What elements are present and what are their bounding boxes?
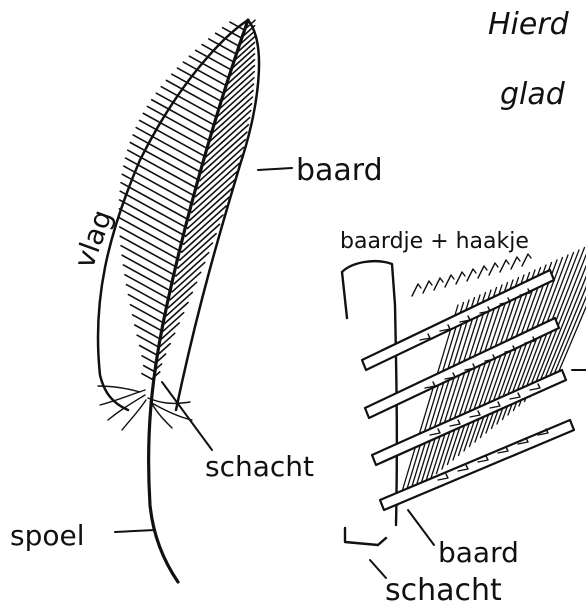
label-spoel: spoel (10, 519, 85, 552)
barb-left (142, 374, 152, 380)
label-baard: baard (296, 153, 383, 188)
leader-baard-detail (408, 510, 434, 545)
top-right-text-line1: Hierd (488, 7, 570, 42)
barb-left (189, 56, 228, 77)
hook (434, 278, 443, 290)
feather-barbs (119, 20, 255, 379)
hook (489, 263, 498, 275)
barb-left (128, 295, 166, 316)
barb-left (144, 366, 154, 372)
hook (456, 272, 465, 284)
barb-left (135, 325, 161, 339)
barb-left (122, 255, 174, 284)
barb-bar (362, 270, 554, 370)
barb-left (161, 87, 216, 118)
barb-left (119, 218, 181, 252)
hook (445, 275, 454, 287)
label-schacht-detail: schacht (385, 573, 502, 605)
hook (522, 254, 531, 266)
barb-left (119, 209, 183, 244)
barb-left (120, 236, 178, 268)
leader-schacht (162, 382, 212, 450)
hook (423, 281, 432, 293)
barb-left (183, 62, 226, 85)
leader-spoel (115, 530, 155, 532)
barb-left (140, 345, 158, 355)
hook (467, 269, 476, 281)
leader-baard (258, 168, 292, 170)
barb-left (133, 315, 163, 332)
hook (500, 260, 509, 272)
barb-left (152, 100, 213, 133)
barb-left (121, 246, 176, 276)
barb-left (120, 227, 180, 260)
barb-detail-illustration (342, 233, 586, 546)
barb-left (147, 106, 210, 141)
barb-left (143, 113, 208, 149)
barb-left (223, 28, 242, 38)
leader-schacht-detail (370, 560, 386, 578)
barb-left (130, 305, 164, 324)
barb-left (140, 120, 206, 156)
barb-left (120, 200, 186, 236)
hook (478, 266, 487, 278)
hook (412, 284, 421, 296)
label-schacht: schacht (205, 450, 314, 483)
top-right-text-line2: glad (500, 77, 566, 112)
barb-left (120, 191, 187, 228)
label-baard-detail: baard (438, 536, 519, 569)
label-baardje-haakje: baardje + haakje (340, 229, 529, 254)
feather-down (98, 386, 192, 430)
barb-left (142, 356, 155, 363)
feather-illustration (98, 20, 259, 582)
barb-left (156, 93, 214, 125)
barb-left (166, 80, 219, 109)
hook (511, 257, 520, 269)
feather-shaft (149, 20, 248, 582)
